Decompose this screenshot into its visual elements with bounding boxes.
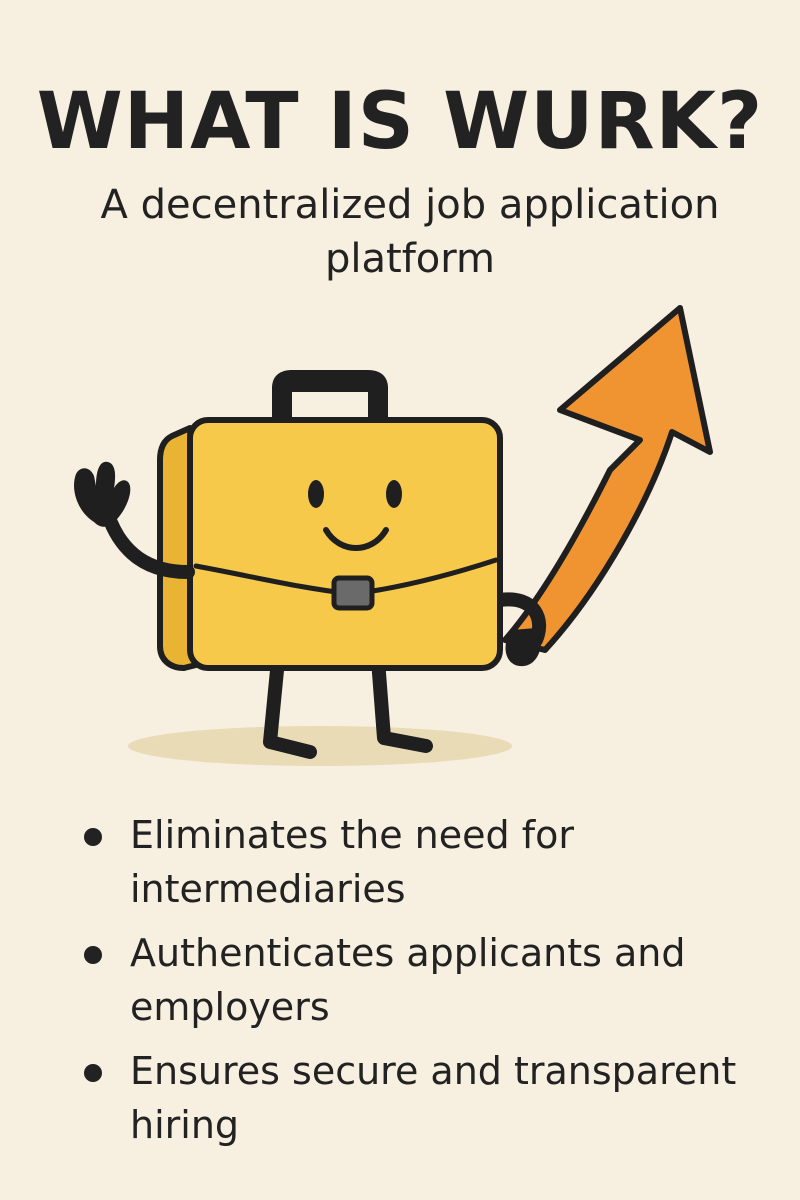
feature-list: Eliminates the need for intermediaries A… [80,808,760,1162]
briefcase-clasp [331,575,375,611]
right-eye [386,480,402,508]
smile [323,527,389,551]
briefcase-handle [272,370,388,428]
right-hand [505,628,541,667]
right-leg [371,653,433,753]
bullet-dot-icon [84,946,102,964]
ground-shadow [128,726,512,766]
feature-text: Ensures secure and transparent hiring [130,1049,737,1147]
growth-arrow-icon [502,305,713,653]
briefcase-mascot-illustration [74,305,713,766]
page-subtitle: A decentralized job application platform [100,182,720,282]
feature-text: Eliminates the need for intermediaries [130,813,574,911]
list-item: Ensures secure and transparent hiring [80,1044,760,1152]
bullet-dot-icon [84,828,102,846]
bullet-dot-icon [84,1064,102,1082]
list-item: Eliminates the need for intermediaries [80,808,760,916]
page-title: WHAT IS WURK? [36,77,764,167]
list-item: Authenticates applicants and employers [80,926,760,1034]
feature-text: Authenticates applicants and employers [130,931,686,1029]
left-arm [101,508,195,579]
waving-hand-icon [74,461,131,527]
left-leg [263,653,317,759]
left-eye [308,480,324,508]
